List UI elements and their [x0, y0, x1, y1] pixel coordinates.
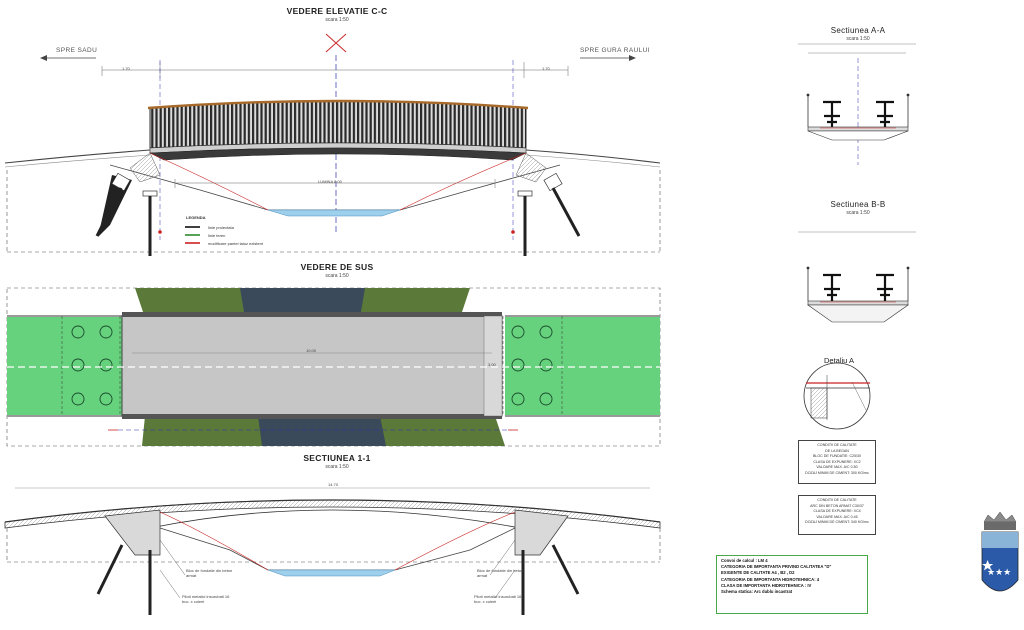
spec-line: BLOC DE FUNDATIE: C25/30	[812, 454, 862, 459]
spec-line: DOZAJ MINIM DE CIMENT: 300 KG/mc	[805, 470, 869, 475]
section-total-dimension: 14.70	[328, 482, 339, 487]
span-dimension: LUMINA 8.00	[318, 179, 342, 184]
note-fund-block-left: Bloc de fundatie din beton armat	[186, 568, 233, 578]
section-aa-scale: scara 1:50	[846, 36, 870, 42]
criteria-line: CLASA DE IMPORTANTA HIDROTEHNICA : IV	[721, 582, 812, 588]
legend-item-projected: linie proiectata	[208, 225, 234, 230]
spec-line: DOZAJ MINIM DE CIMENT: 340 KG/mc	[805, 520, 869, 525]
spec-line: ARC DIN BETON ARMAT C30/37	[810, 503, 864, 508]
legend-item-terrain: linie teren	[208, 233, 226, 238]
legend-title: LEGENDA	[186, 215, 206, 220]
spec-line: CLASA DE EXPUNERE: XC4	[813, 509, 861, 514]
side-dimension-right: 1.70	[542, 66, 550, 71]
section-1-1-view	[4, 487, 661, 615]
criteria-line: CATEGORIA DE IMPORTANTA HIDROTEHNICA: 4	[721, 576, 820, 582]
side-dimension-left: 1.70	[122, 66, 130, 71]
section-1-1-scale: scara 1:50	[325, 464, 349, 470]
design-criteria-box: Convoi de calcul : LM 4 CATEGORIA DE IMP…	[716, 555, 868, 614]
spec-box-foundation: CONDITII DE CALITATE DE LA BEGAN BLOC DE…	[798, 440, 876, 484]
elevation-title: VEDERE ELEVATIE C-C	[286, 6, 388, 16]
spec-line: DE LA BEGAN	[825, 448, 849, 453]
direction-right-label: SPRE GURA RAULUI	[580, 47, 650, 54]
plan-view	[6, 287, 661, 447]
note-piles-right: Piloti metalici insurubati 16 buc. x cul…	[474, 594, 522, 604]
county-coat-of-arms: ★★★	[981, 511, 1019, 592]
spec-line: CONDITII DE CALITATE	[817, 498, 857, 502]
svg-text:★★★: ★★★	[987, 568, 1011, 578]
criteria-line: Convoi de calcul : LM 4	[721, 558, 768, 563]
section-bb-title: Sectiunea B-B	[830, 200, 886, 209]
section-bb-view	[798, 231, 916, 323]
criteria-line: Schema statica: Arc dublu incastrat	[721, 589, 793, 595]
note-piles-left: Piloti metalici insurubati 16 buc. x cul…	[182, 594, 230, 604]
plan-length-dimension: 10.00	[306, 348, 317, 353]
direction-left-label: SPRE SADU	[56, 47, 98, 54]
spec-line: CONDITII DE CALITATE	[817, 443, 857, 447]
plan-title: VEDERE DE SUS	[300, 262, 374, 272]
criteria-line: EXIGENTE DE CALITATE A4 , B2 , D2	[721, 570, 795, 576]
criteria-line: CATEGORIA DE IMPORTANTA PRIVIND CALITATE…	[721, 564, 832, 570]
spec-box-arch: CONDITII DE CALITATE ARC DIN BETON ARMAT…	[798, 495, 876, 535]
section-bb-scale: scara 1:50	[846, 210, 870, 216]
note-fund-block-right: Bloc de fundatie din beton armat	[477, 568, 524, 578]
detail-a-title: Detaliu A	[824, 356, 855, 365]
legend-item-slope: modificare pantei taluz existent	[208, 241, 263, 246]
elevation-scale: scara 1:50	[325, 17, 349, 23]
spec-line: CLASA DE EXPUNERE: XC2	[813, 459, 861, 464]
elevation-view	[4, 33, 661, 256]
detail-a-view	[803, 362, 871, 430]
spec-line: VALOARE MAX. A/C 0.45	[816, 514, 858, 519]
plan-width-dimension: 3.00	[488, 362, 496, 367]
section-aa-title: Sectiunea A-A	[830, 26, 886, 35]
section-aa-view	[798, 43, 916, 165]
plan-scale: scara 1:50	[325, 273, 349, 279]
section-1-1-title: SECTIUNEA 1-1	[303, 453, 371, 463]
spec-line: VALOARE MAX. A/C 0.50	[816, 465, 858, 470]
